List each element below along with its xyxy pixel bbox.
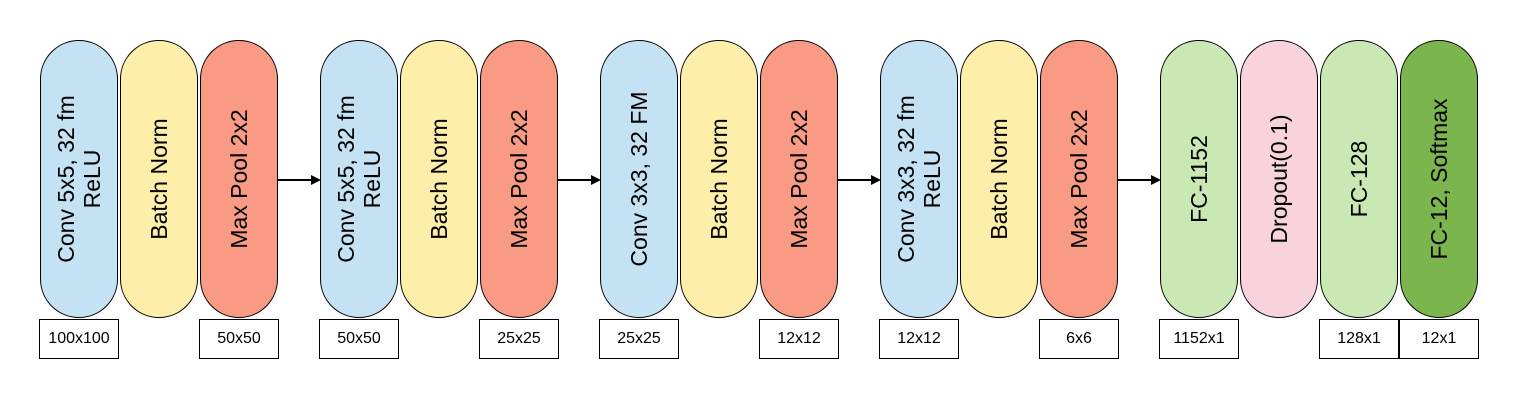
layer-label: FC-128 (1346, 140, 1372, 218)
layer-label: Conv 5x5, 32 fm ReLU (333, 95, 385, 263)
layer-label: Max Pool 2x2 (786, 109, 812, 249)
layer-block: Batch Norm (120, 40, 198, 318)
dimension-label: 25x25 (599, 319, 679, 359)
dimension-label: 12x12 (879, 319, 959, 359)
layer-block: Conv 3x3, 32 FM (600, 40, 678, 318)
layer-label: Batch Norm (706, 118, 732, 240)
dimension-label: 100x100 (39, 319, 119, 359)
layer-label: Batch Norm (986, 118, 1012, 240)
dimension-label: 12x12 (759, 319, 839, 359)
layer-block: Max Pool 2x2 (200, 40, 278, 318)
dimension-label: 1152x1 (1159, 319, 1239, 359)
layer-label: FC-12, Softmax (1426, 98, 1452, 260)
dimension-label: 50x50 (199, 319, 279, 359)
layer-block: Dropout(0.1) (1240, 40, 1318, 318)
layer-label: Max Pool 2x2 (1066, 109, 1092, 249)
layer-label: FC-1152 (1186, 135, 1212, 223)
dimension-label: 12x1 (1399, 319, 1479, 359)
layer-block: Conv 5x5, 32 fm ReLU (40, 40, 118, 318)
layer-block: FC-128 (1320, 40, 1398, 318)
layer-block: FC-1152 (1160, 40, 1238, 318)
dimension-label: 25x25 (479, 319, 559, 359)
layer-label: Batch Norm (146, 118, 172, 240)
layer-label: Batch Norm (426, 118, 452, 240)
layer-label: Dropout(0.1) (1266, 114, 1292, 244)
layer-label: Max Pool 2x2 (226, 109, 252, 249)
dimension-label: 6x6 (1039, 319, 1119, 359)
layer-block: Max Pool 2x2 (480, 40, 558, 318)
layer-block: Max Pool 2x2 (1040, 40, 1118, 318)
layer-block: FC-12, Softmax (1400, 40, 1478, 318)
layer-label: Conv 3x3, 32 FM (626, 91, 652, 267)
layer-block: Batch Norm (960, 40, 1038, 318)
layer-block: Conv 5x5, 32 fm ReLU (320, 40, 398, 318)
layer-block: Conv 3x3, 32 fm ReLU (880, 40, 958, 318)
layer-block: Max Pool 2x2 (760, 40, 838, 318)
layer-label: Conv 3x3, 32 fm ReLU (893, 95, 945, 263)
layer-block: Batch Norm (680, 40, 758, 318)
layer-label: Max Pool 2x2 (506, 109, 532, 249)
dimension-label: 50x50 (319, 319, 399, 359)
layer-label: Conv 5x5, 32 fm ReLU (53, 95, 105, 263)
layer-block: Batch Norm (400, 40, 478, 318)
dimension-label: 128x1 (1319, 319, 1399, 359)
